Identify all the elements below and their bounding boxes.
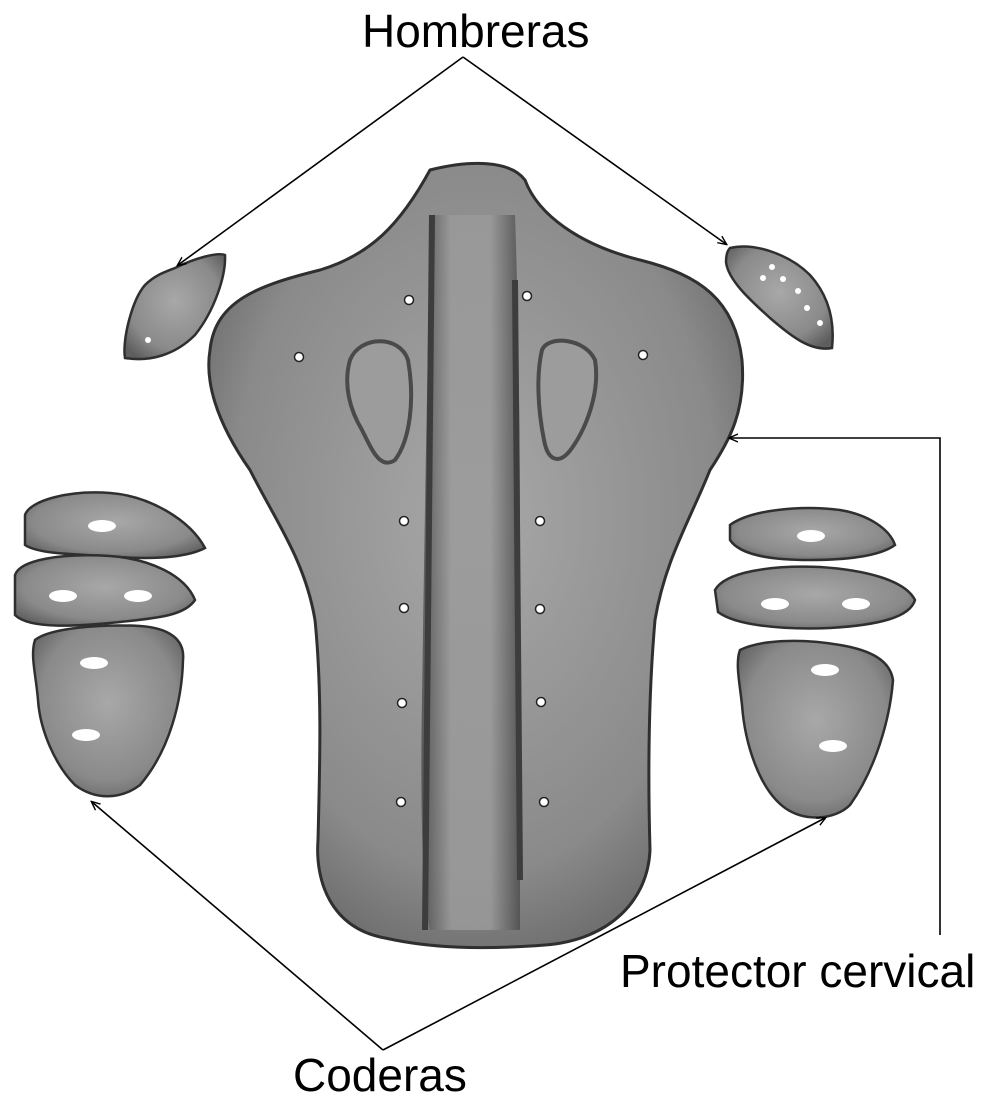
vent-hole: [124, 590, 152, 602]
vent-hole: [398, 699, 407, 708]
vent-hole: [88, 520, 116, 532]
vent-hole: [769, 264, 775, 270]
vent-hole: [540, 798, 549, 807]
vent-hole: [397, 798, 406, 807]
vent-hole: [405, 296, 414, 305]
back-protector: [209, 163, 743, 947]
vent-hole: [49, 590, 77, 602]
vent-hole: [80, 657, 108, 669]
vent-hole: [400, 517, 409, 526]
spine-channel: [421, 215, 520, 930]
vent-hole: [523, 292, 532, 301]
vent-hole: [295, 353, 304, 362]
vent-hole: [400, 604, 409, 613]
vent-hole: [761, 598, 789, 610]
vent-hole: [804, 305, 810, 311]
vent-hole: [797, 530, 825, 542]
vent-hole: [819, 740, 847, 752]
elbow-pad-right: [715, 508, 915, 817]
vent-hole: [536, 517, 545, 526]
vent-hole: [145, 337, 151, 343]
vent-hole: [817, 320, 823, 326]
vent-hole: [811, 664, 839, 676]
vent-hole: [639, 351, 648, 360]
vent-hole: [72, 729, 100, 741]
label-elbow-pads: Coderas: [293, 1052, 467, 1098]
label-shoulder-pads: Hombreras: [362, 8, 590, 54]
vent-hole: [760, 275, 766, 281]
vent-hole: [780, 276, 786, 282]
vent-hole: [537, 698, 546, 707]
vent-hole: [842, 598, 870, 610]
label-back-protector: Protector cervical: [620, 948, 975, 994]
vent-hole: [536, 605, 545, 614]
vent-hole: [795, 288, 801, 294]
elbow-pad-left: [15, 492, 205, 796]
shoulder-pad-right: [726, 247, 833, 349]
